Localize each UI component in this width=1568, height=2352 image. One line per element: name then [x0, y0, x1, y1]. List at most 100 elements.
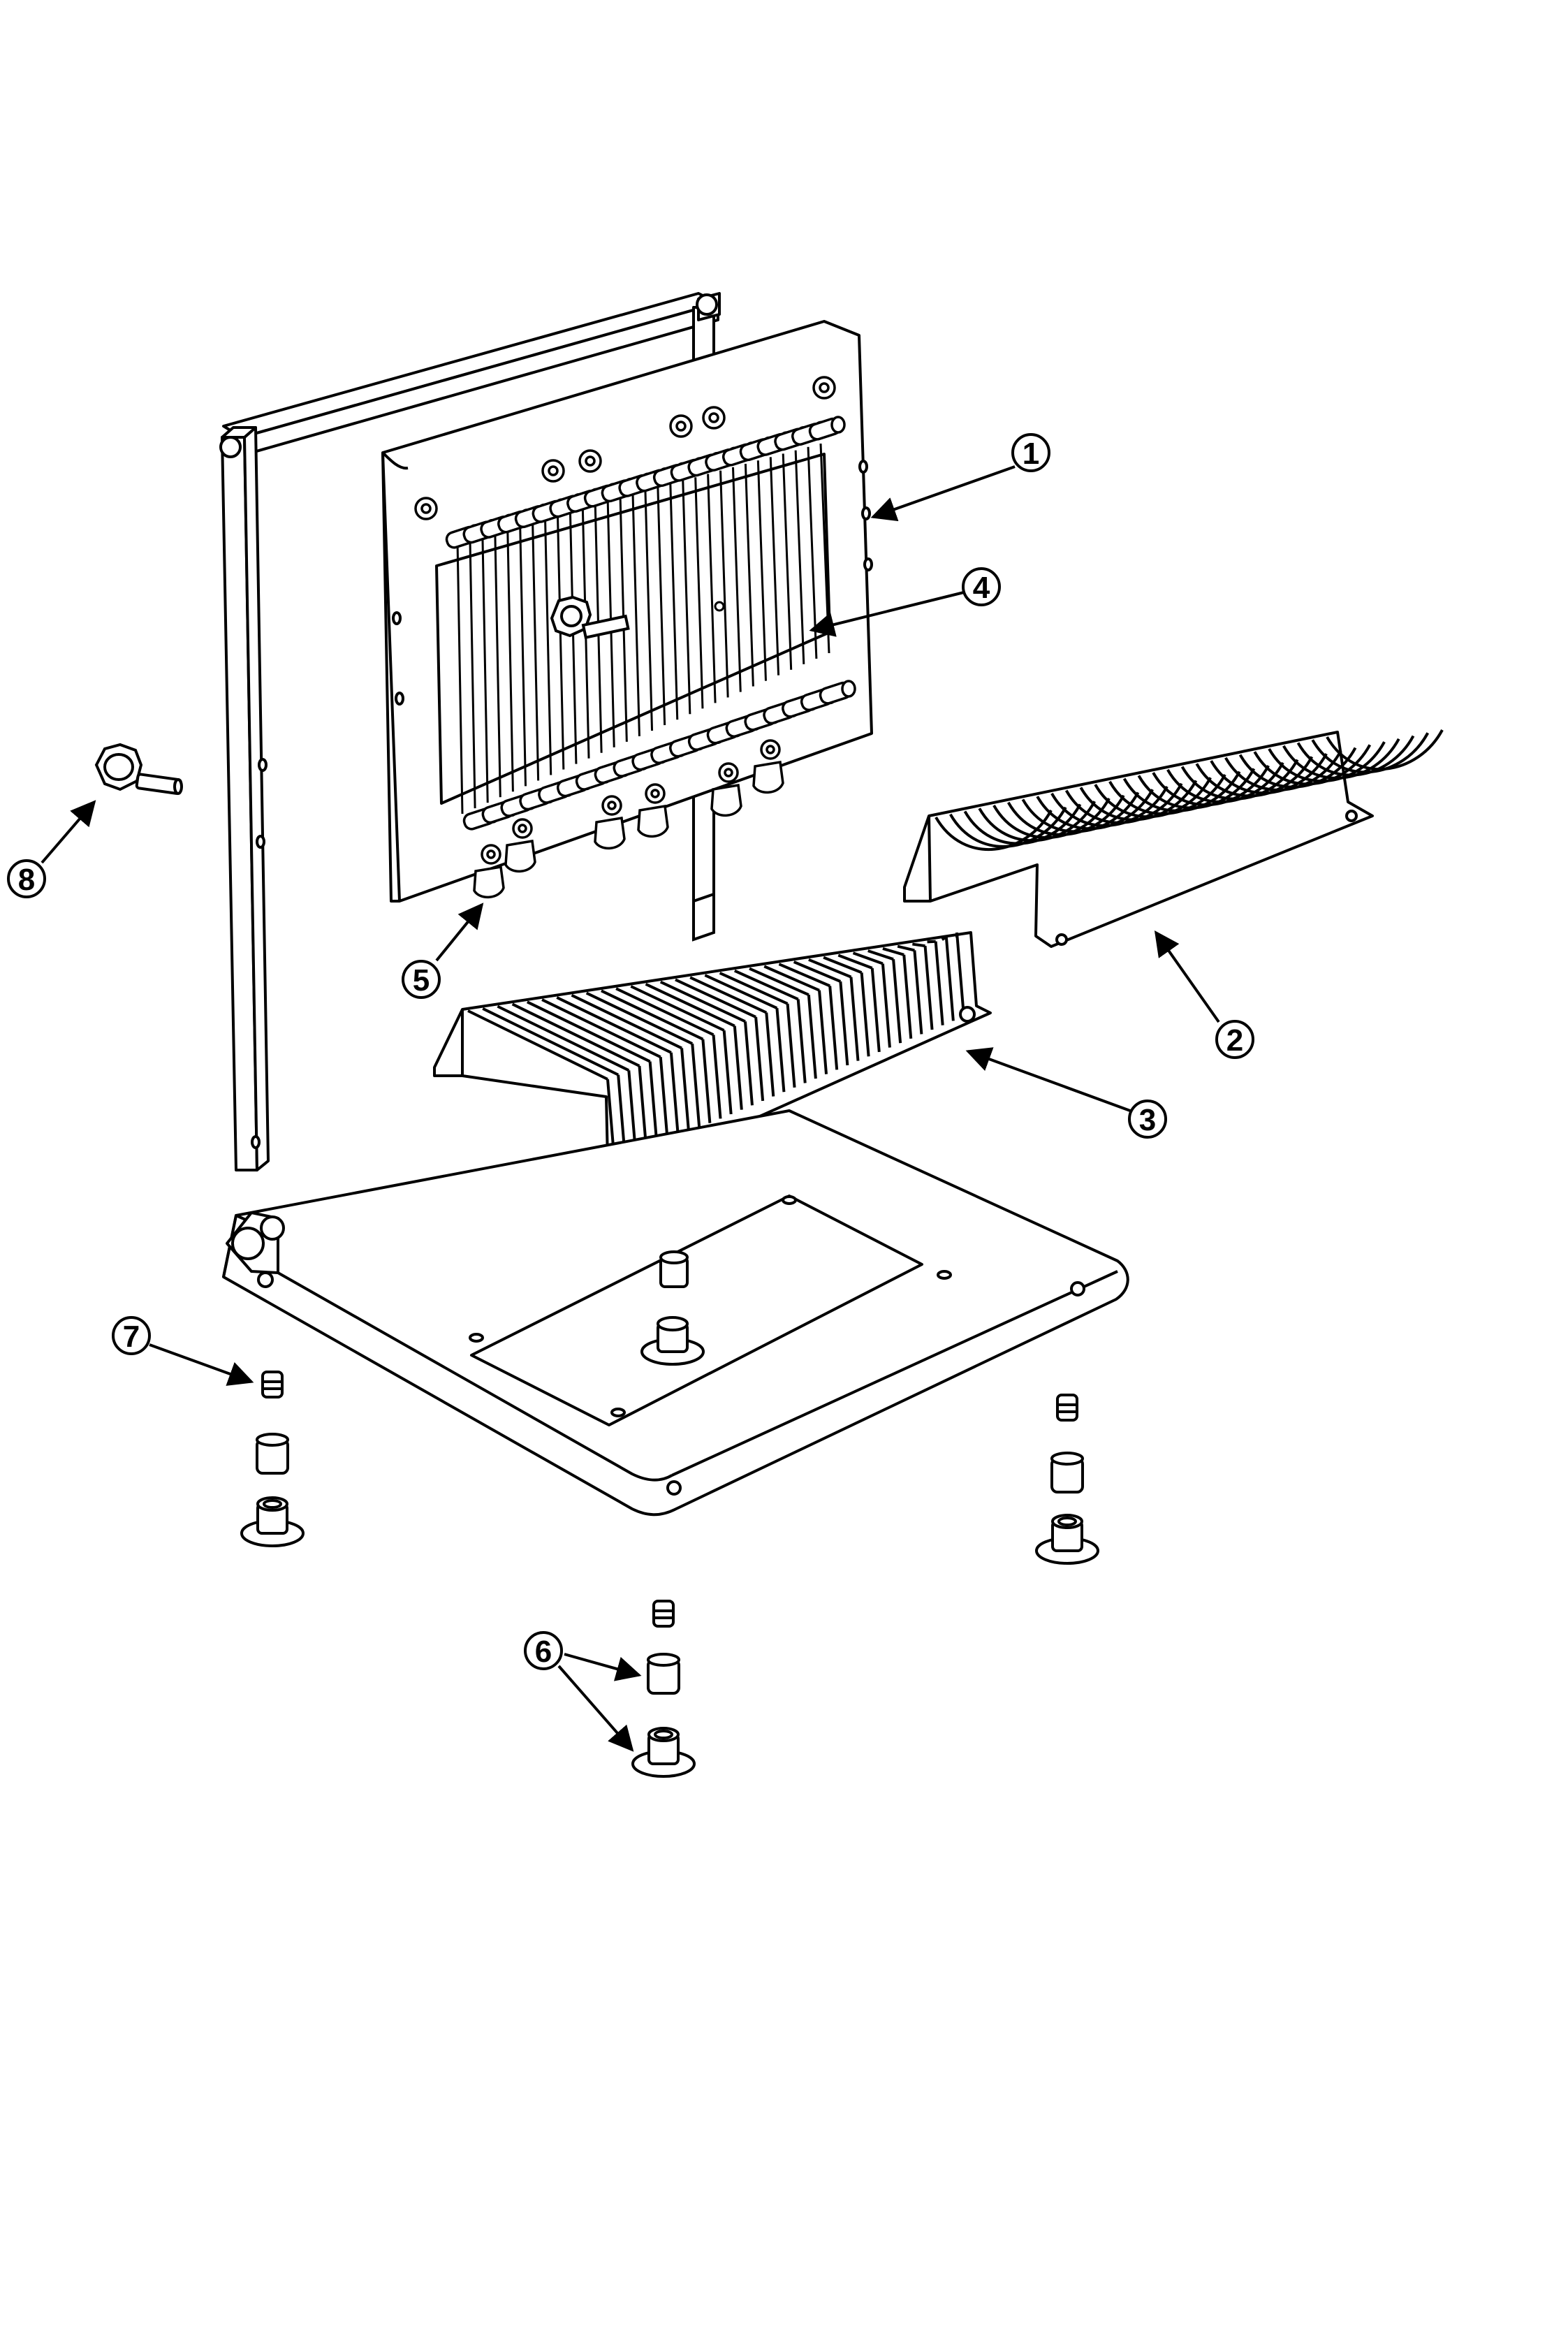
tray-rib [497, 1005, 630, 1072]
tray-rib [722, 1030, 733, 1115]
tray-rib [541, 998, 661, 1058]
tension-clip [473, 844, 505, 898]
tray-rib [719, 972, 789, 1005]
tray-rib [691, 1043, 701, 1128]
tray-rib [1050, 785, 1168, 827]
tray-rib [944, 937, 955, 1021]
tray-rib [712, 1035, 722, 1119]
tray-rib [807, 994, 817, 1079]
tray-rib [1253, 744, 1372, 786]
screen-wire [532, 521, 540, 781]
tray-rib [793, 960, 842, 983]
screen-wire [794, 450, 805, 664]
tray-rib [828, 986, 839, 1070]
tray-rib [675, 978, 756, 1018]
screen-wire [744, 463, 754, 687]
callout-7: 7 [112, 1316, 254, 1386]
screen-wire [769, 457, 780, 675]
tray-rib [1079, 780, 1198, 821]
tray-rib [1166, 761, 1284, 803]
screen-wire [519, 524, 527, 787]
tray-rib [867, 949, 894, 961]
tray-rib [786, 1003, 796, 1088]
foot-assembly [1035, 1394, 1099, 1565]
tray-rib [1064, 782, 1183, 824]
tray-rib [467, 1009, 608, 1081]
tray-rib [912, 942, 925, 948]
tray-rib [749, 967, 809, 996]
tray-rib [754, 1016, 765, 1102]
tray-rib [808, 958, 852, 979]
tray-rib [1195, 756, 1314, 798]
callout-8: 8 [7, 800, 96, 898]
tension-clip [594, 795, 626, 849]
tray-rib [837, 954, 873, 970]
screen-wire [657, 487, 666, 726]
screen-wire [544, 518, 552, 775]
tray-rib [1238, 747, 1357, 789]
screen-wire [782, 453, 793, 670]
screen-wire [556, 514, 565, 770]
tray-rib [763, 965, 820, 992]
tray-rib [733, 1025, 743, 1110]
tray-rib [689, 976, 768, 1014]
tray-rib [852, 951, 884, 965]
tray-rib [526, 1000, 651, 1063]
screen-wire [644, 490, 654, 731]
foot-assembly [240, 1371, 305, 1547]
top-tensioner-nut [812, 376, 836, 400]
tray-rib [1180, 759, 1299, 801]
tray-rib [1282, 738, 1400, 780]
tray-rib [1094, 777, 1212, 819]
tray-rib [892, 959, 902, 1044]
tray-rib [913, 950, 923, 1035]
tray-rib [680, 1048, 691, 1132]
tray-rib [955, 932, 965, 1017]
callout-6: 6 [524, 1631, 642, 1752]
screen-wire [731, 467, 742, 692]
screen-wire [682, 481, 691, 715]
callout-1-label: 1 [1023, 437, 1039, 471]
callout-2-label: 2 [1226, 1023, 1243, 1058]
top-tensioner-nut [541, 459, 565, 483]
top-roller [808, 416, 846, 441]
top-tensioner-nut [578, 449, 602, 473]
tray-rib [963, 803, 1082, 845]
tray-rib [585, 991, 694, 1045]
screen-wire [456, 541, 464, 815]
tray-rib [1108, 773, 1226, 815]
screen-wire [719, 470, 729, 698]
callout-5-label: 5 [413, 963, 430, 998]
tray-rib [902, 954, 913, 1039]
tray-rib [935, 810, 1053, 851]
tray-rib [511, 1002, 640, 1067]
tray-rib [1326, 729, 1444, 770]
tray-rib [630, 985, 725, 1032]
callout-6-label: 6 [535, 1635, 552, 1669]
tray-rib [839, 981, 849, 1066]
tray-rib [601, 989, 704, 1041]
callout-4: 4 [809, 567, 1001, 637]
screen-wire [569, 511, 578, 764]
tray-rib [659, 980, 746, 1023]
callout-3-label: 3 [1139, 1103, 1156, 1137]
flat-tray [433, 931, 992, 1175]
screen-wire [707, 474, 717, 703]
screen-wire [669, 483, 679, 720]
tray-rib [638, 1065, 648, 1151]
tray-rib [669, 1052, 680, 1137]
screen-wire [506, 527, 514, 792]
callout-2: 2 [1154, 930, 1254, 1059]
screen-wire [494, 531, 501, 798]
callout-4-label: 4 [973, 571, 990, 605]
tray-rib [1224, 750, 1342, 791]
tension-clip [752, 739, 784, 794]
top-tensioner-nut [414, 497, 438, 520]
tray-rib [765, 1012, 775, 1097]
stand-frame-lower [692, 892, 715, 942]
tray-rib [1311, 732, 1430, 774]
tray-rib [778, 963, 830, 988]
tray-rib [743, 1021, 754, 1106]
tray-rib [482, 1007, 620, 1076]
